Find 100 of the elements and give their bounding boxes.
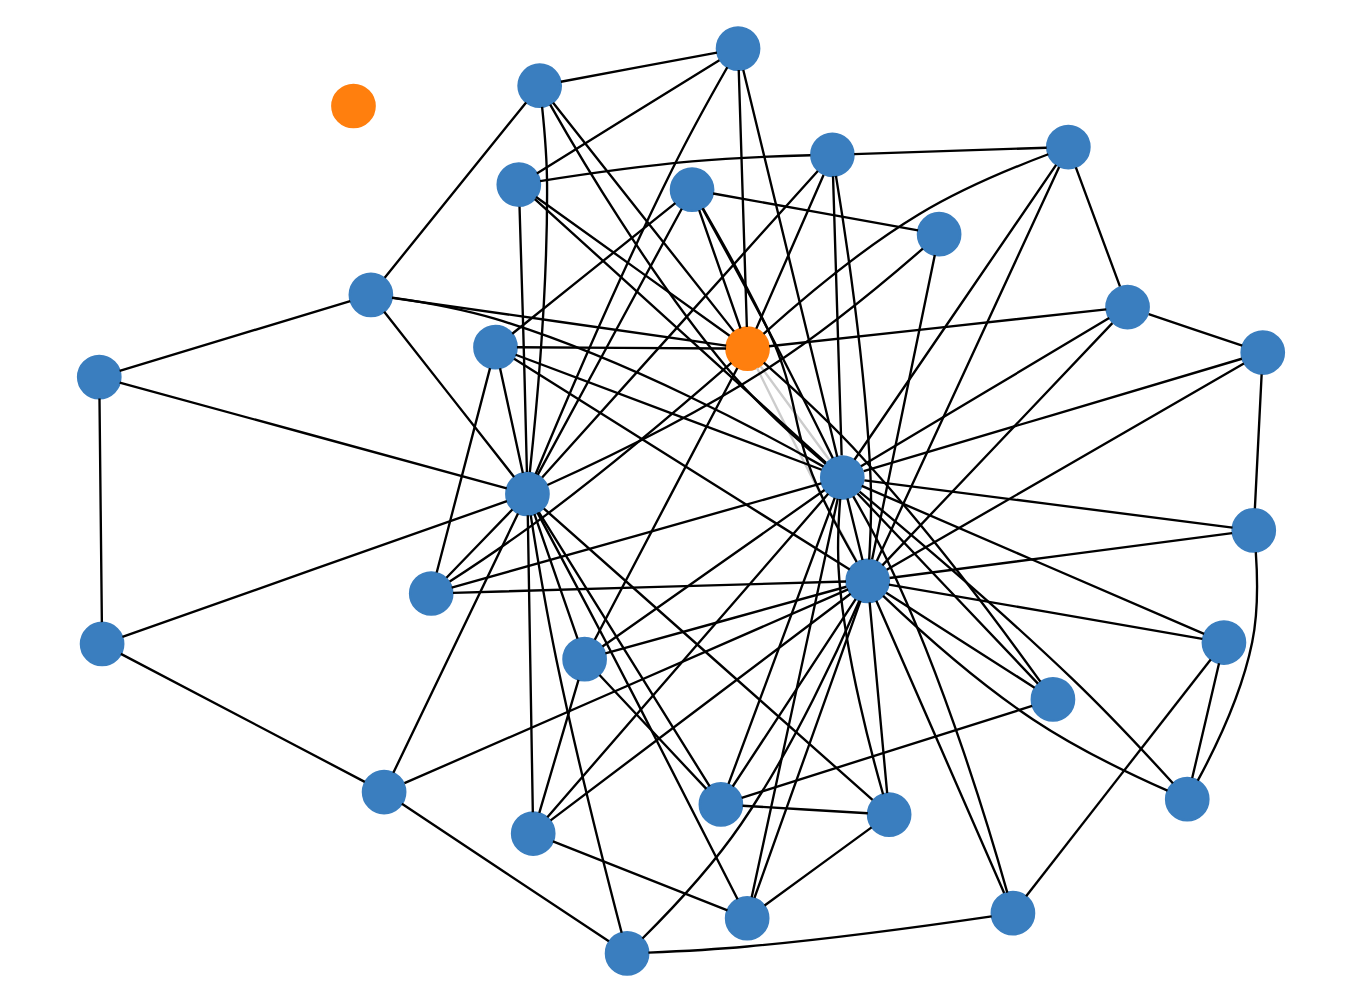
- connector: [1147, 312, 1242, 346]
- connector: [451, 579, 846, 594]
- connector: [535, 58, 719, 174]
- node-circle: [1239, 329, 1285, 374]
- node-circle: [407, 570, 453, 615]
- connector: [874, 599, 1005, 893]
- connector: [542, 506, 873, 800]
- connector: [97, 397, 103, 622]
- connector: [391, 295, 824, 467]
- connector: [767, 307, 1106, 347]
- connector: [867, 601, 888, 793]
- connector: [600, 488, 825, 647]
- connector: [534, 195, 730, 336]
- connector: [510, 201, 676, 334]
- connector: [845, 497, 863, 560]
- connector: [592, 366, 738, 640]
- connector: [533, 197, 826, 463]
- connector: [758, 364, 830, 460]
- connector: [862, 356, 1242, 472]
- connector: [754, 366, 858, 562]
- connector: [448, 360, 732, 582]
- connector: [884, 590, 1035, 688]
- connector: [887, 582, 1202, 639]
- connector: [119, 651, 365, 782]
- connector: [754, 173, 824, 329]
- connector: [390, 295, 726, 346]
- connector: [548, 103, 826, 464]
- connector: [740, 703, 1032, 798]
- connector: [514, 352, 822, 470]
- node-circle: [865, 791, 911, 836]
- node-circle: [714, 25, 760, 70]
- connector: [700, 206, 833, 458]
- connector: [525, 514, 533, 812]
- connector: [830, 175, 842, 455]
- connector: [1252, 373, 1262, 508]
- connector: [752, 599, 861, 898]
- node-circle: [809, 131, 854, 177]
- connector: [853, 145, 1046, 155]
- node-circle: [1230, 506, 1276, 552]
- node-circle: [360, 768, 406, 814]
- connector: [874, 165, 1060, 561]
- connector: [726, 496, 835, 784]
- connector: [402, 587, 848, 784]
- connector: [885, 361, 1244, 570]
- connector: [835, 497, 884, 794]
- connector: [749, 497, 838, 897]
- node-circle: [697, 781, 743, 826]
- node-circle: [1029, 676, 1075, 721]
- connector: [533, 65, 728, 474]
- connector: [1190, 662, 1220, 778]
- connector: [857, 489, 1173, 784]
- connector: [121, 499, 507, 637]
- node-circle: [504, 470, 549, 516]
- connector: [545, 246, 923, 486]
- node-circle: [1200, 619, 1246, 664]
- connector: [762, 825, 872, 906]
- connector: [855, 491, 1038, 684]
- connector: [860, 483, 1204, 635]
- connector: [118, 380, 507, 489]
- connector: [450, 481, 821, 588]
- connector: [863, 478, 1232, 528]
- connector: [1024, 657, 1211, 896]
- node-circle: [844, 557, 890, 603]
- connector: [512, 356, 850, 570]
- node-circle: [668, 166, 714, 212]
- connector: [880, 321, 1113, 566]
- connector: [551, 839, 727, 911]
- connector: [859, 316, 1109, 467]
- connector: [870, 253, 935, 559]
- connector: [1195, 551, 1258, 781]
- connector: [532, 512, 578, 639]
- node-circle: [724, 325, 769, 370]
- connector: [604, 584, 846, 654]
- connector: [741, 803, 867, 814]
- node-circle: [989, 889, 1035, 935]
- connector: [741, 68, 838, 457]
- connector: [535, 207, 682, 475]
- connector: [640, 599, 860, 939]
- node-circle: [330, 82, 375, 128]
- connector: [833, 174, 872, 559]
- node-circle: [818, 454, 864, 499]
- node-circle: [78, 620, 124, 666]
- connector: [400, 801, 609, 942]
- node-circle: [603, 930, 649, 975]
- connector: [497, 366, 523, 473]
- connector: [711, 191, 918, 231]
- connector: [118, 298, 350, 371]
- connector: [382, 310, 514, 477]
- connector: [537, 678, 579, 813]
- connector: [852, 163, 1057, 460]
- connector: [730, 597, 856, 787]
- connector: [881, 594, 1167, 791]
- node-circle: [347, 271, 393, 317]
- node-circle: [1044, 123, 1090, 169]
- connector: [647, 914, 991, 953]
- connector: [1073, 165, 1121, 286]
- connector: [515, 345, 726, 349]
- connector: [761, 152, 1048, 334]
- node-circle: [561, 635, 606, 681]
- connector: [551, 100, 734, 332]
